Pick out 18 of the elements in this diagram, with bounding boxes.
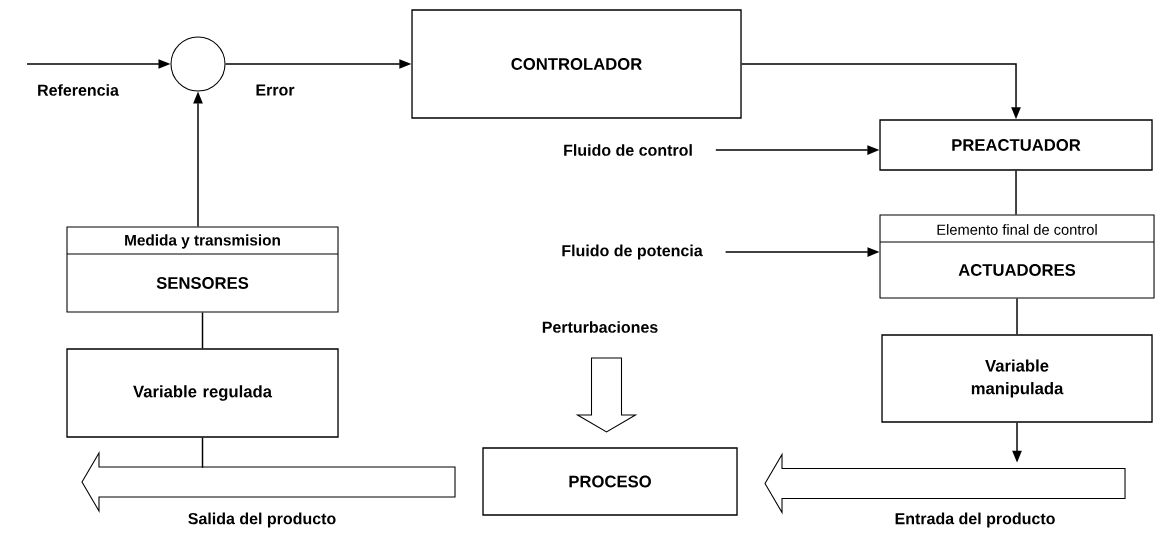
process-box: PREACTUADOR bbox=[879, 119, 1153, 171]
block-arrow bbox=[575, 357, 638, 433]
block-arrow bbox=[764, 452, 1126, 515]
process-box: PROCESO bbox=[482, 447, 738, 516]
edge-label: Salida del producto bbox=[188, 512, 336, 528]
process-box: CONTROLADOR bbox=[411, 9, 742, 119]
summing-junction bbox=[170, 36, 226, 92]
input-label: Fluido de potencia bbox=[562, 244, 703, 260]
process-box: Variable manipulada bbox=[881, 334, 1153, 423]
block-arrow bbox=[81, 451, 456, 513]
input-label: Fluido de control bbox=[564, 144, 692, 156]
process-box: Medida y transmision SENSORES bbox=[66, 226, 339, 313]
edge-label: Entrada del producto bbox=[895, 512, 1055, 528]
edge-label: Error bbox=[256, 84, 295, 96]
edge-label: Referencia bbox=[38, 84, 119, 96]
process-box: Elemento final de control ACTUADORES bbox=[879, 214, 1155, 299]
process-box: Variable regulada bbox=[66, 348, 339, 438]
input-label: Perturbaciones bbox=[542, 321, 658, 333]
